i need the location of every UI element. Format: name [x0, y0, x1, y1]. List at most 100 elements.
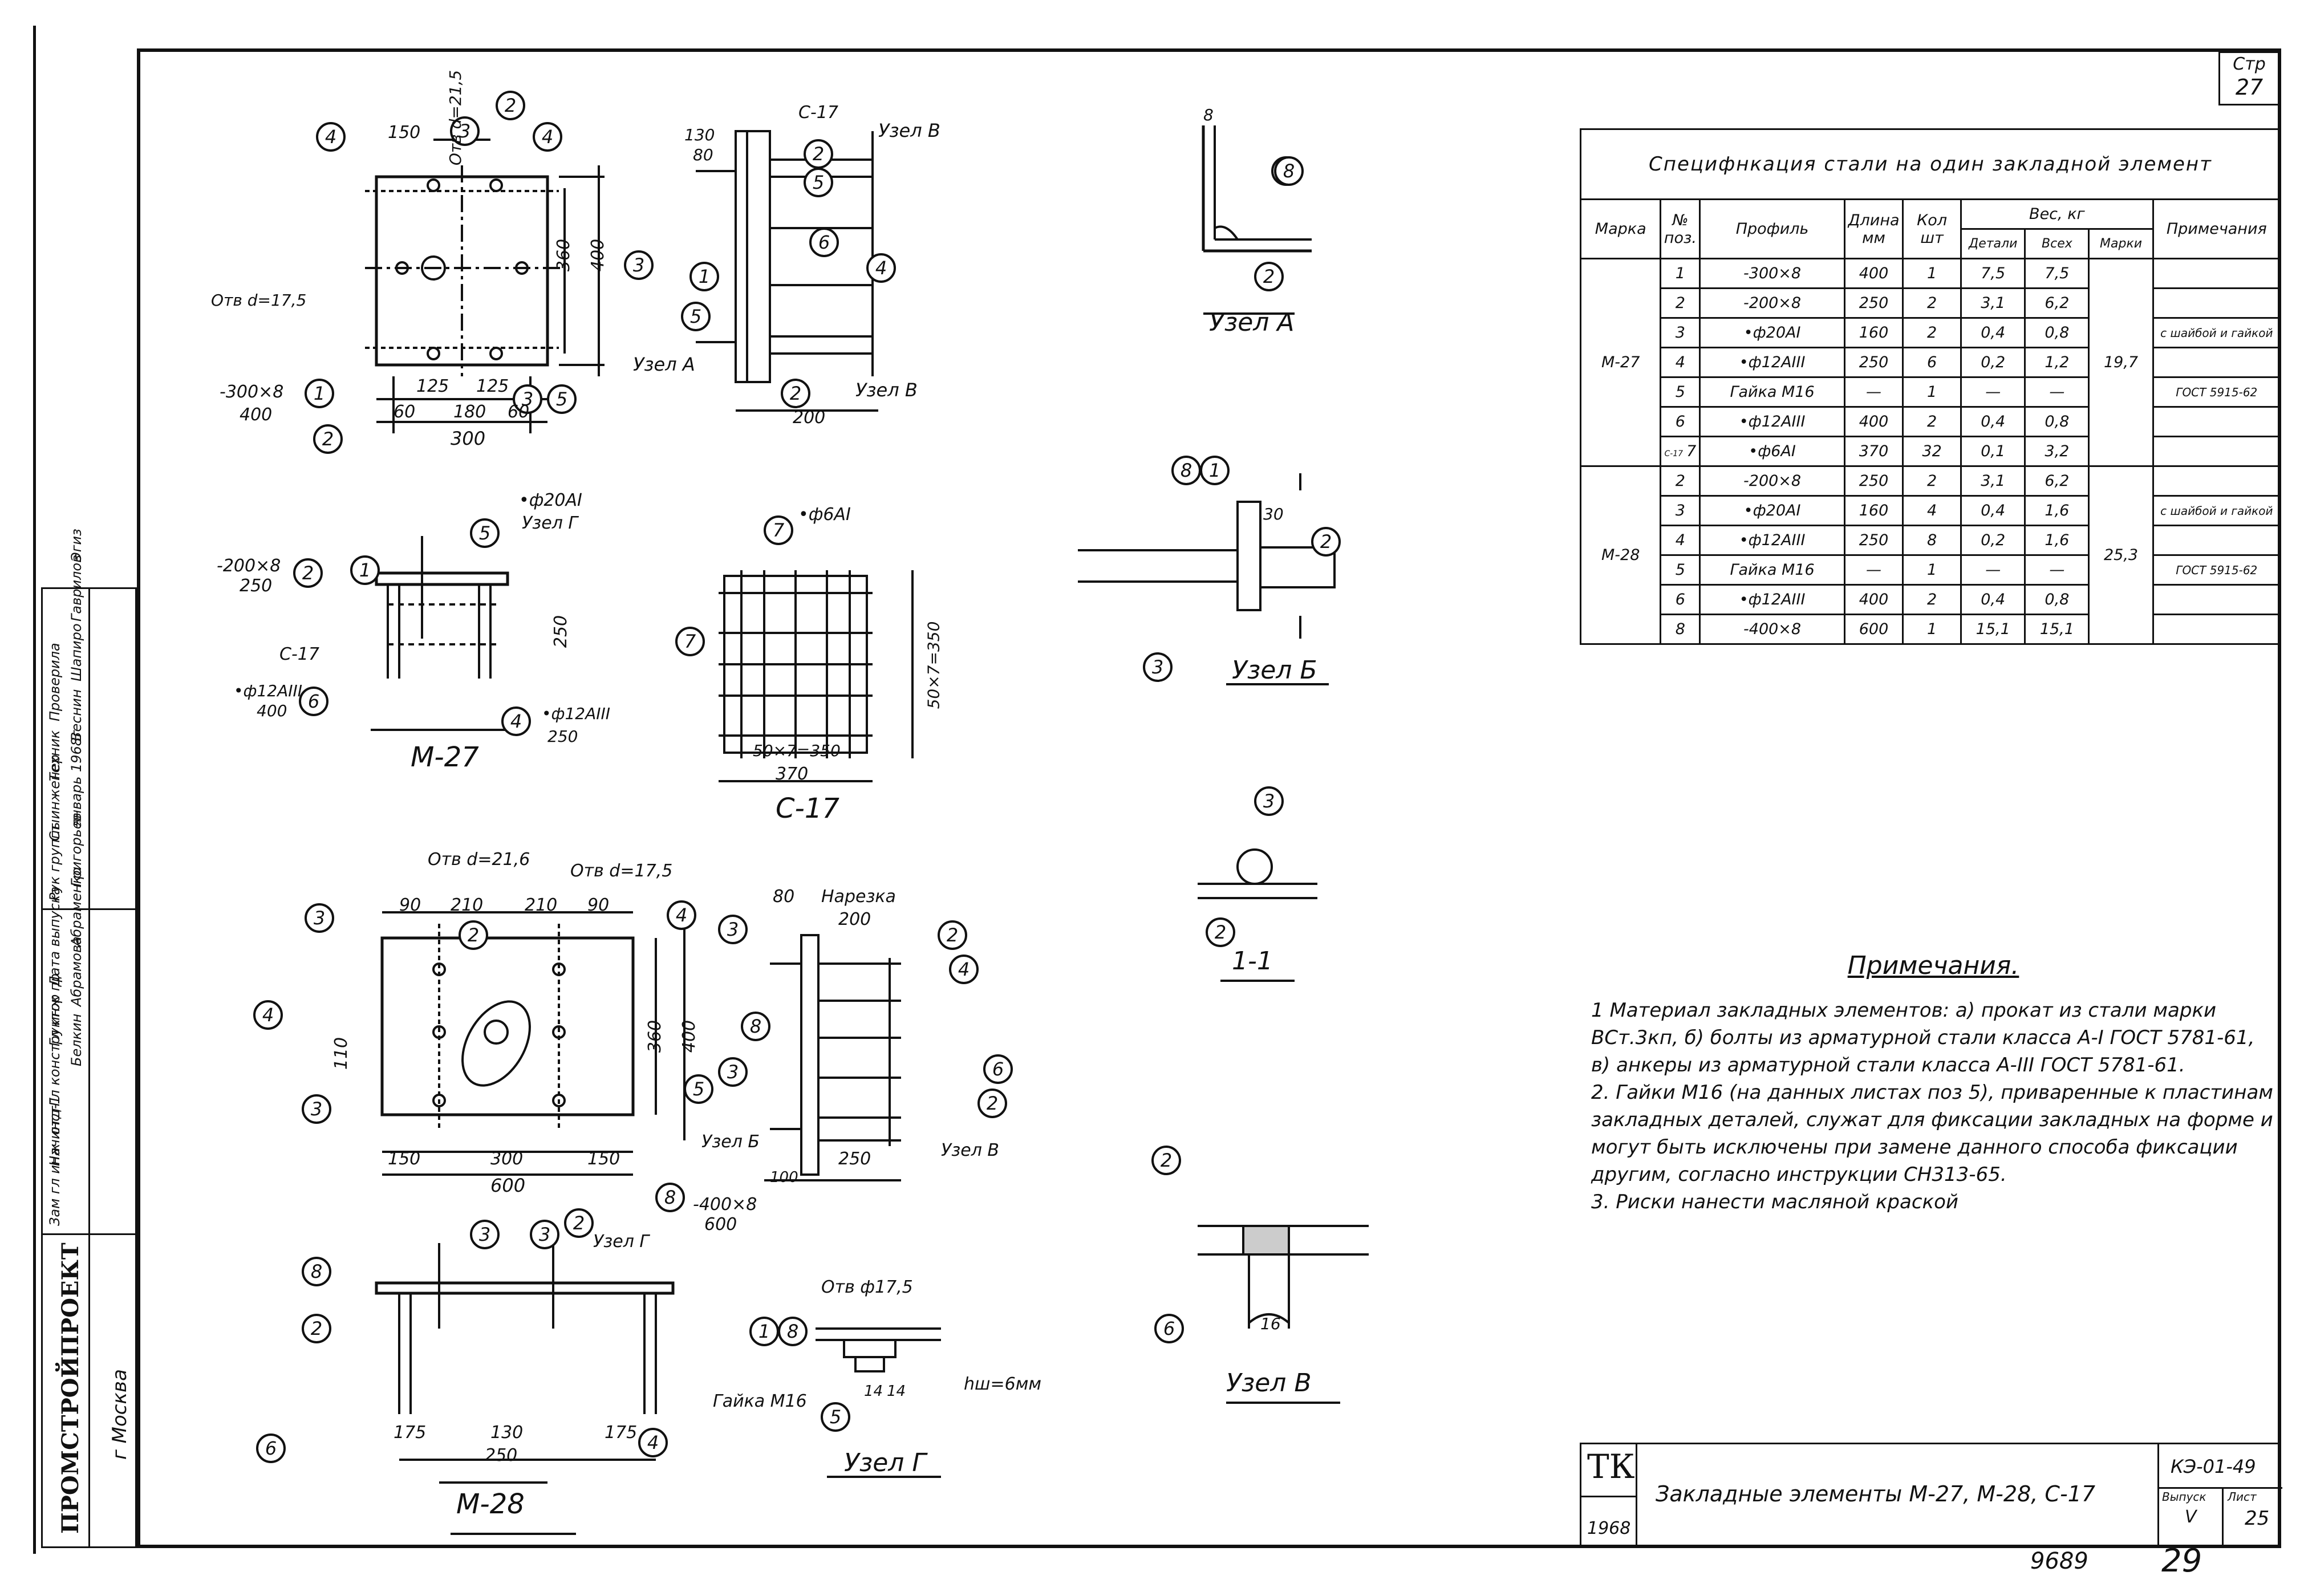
position-balloon-number: 8 [1181, 460, 1192, 481]
section-1-1-drawing [1198, 848, 1317, 982]
position-balloon [350, 555, 380, 585]
position-balloon-number: 2 [1161, 1150, 1172, 1171]
title-stamp: ТК 1968 Закладные элементы М-27, М-28, С… [1580, 1443, 2282, 1548]
dim-360-m28: 360 [645, 1020, 666, 1053]
spec-cell-profile: •ф6АI [1699, 436, 1845, 467]
dim-360: 360 [554, 238, 574, 272]
sheet-number-value: 27 [2235, 75, 2264, 100]
stamp-issue-label: Выпуск [2162, 1490, 2206, 1504]
dim-200: 200 [793, 408, 826, 428]
position-balloon [638, 1428, 668, 1457]
spec-cell-det: 0,4 [1960, 317, 2026, 348]
spec-cell-poz: 3 [1660, 495, 1701, 526]
position-balloon-number: 4 [542, 126, 553, 148]
position-balloon-number: 4 [875, 257, 887, 279]
left-title-block [41, 587, 137, 1548]
dim-16: 16 [1260, 1314, 1281, 1333]
spec-cell-note [2152, 287, 2282, 319]
hdr-poz: № поз. [1660, 198, 1701, 259]
p400: -400×8 [693, 1195, 757, 1215]
position-balloon-number: 7 [684, 631, 696, 652]
spec-cell-profile: -300×8 [1699, 258, 1845, 289]
position-balloon [667, 900, 696, 930]
spec-cell-len: 250 [1843, 347, 1904, 378]
position-balloon-number: 5 [690, 306, 701, 327]
spec-cell-note [2152, 584, 2282, 615]
spec-cell-poz: 8 [1660, 614, 1701, 645]
nut-label: Гайка М16 [713, 1391, 807, 1411]
spec-cell-poz: 6 [1660, 584, 1701, 615]
dim-180: 180 [453, 402, 486, 422]
m28-side-drawing [764, 934, 901, 1181]
node-a-drawing [1202, 125, 1312, 315]
hdr-profile: Профиль [1699, 198, 1845, 259]
dim-8: 8 [1203, 105, 1214, 124]
spec-cell-len: 250 [1843, 465, 1904, 497]
spec-cell-profile: •ф12АIII [1699, 584, 1845, 615]
spec-cell-all: 1,6 [2024, 525, 2090, 556]
position-balloon-number: 3 [539, 1224, 550, 1245]
position-balloon [1154, 1314, 1184, 1343]
spec-cell-poz: 4 [1660, 347, 1701, 378]
position-balloon-number: 2 [790, 383, 801, 404]
position-balloon-number: 4 [676, 904, 687, 926]
spec-cell-len: 400 [1843, 584, 1904, 615]
position-balloon-number: 7 [773, 519, 785, 541]
dim-100: 100 [770, 1169, 798, 1186]
spec-cell-qty: 4 [1902, 495, 1962, 526]
spec-cell-all: 0,8 [2024, 584, 2090, 615]
position-balloon [821, 1402, 850, 1432]
note-1: 1 Материал закладных элементов: а) прока… [1591, 999, 2255, 1077]
sheet-number-box: Стр 27 [2218, 51, 2280, 105]
spec-cell-note: с шайбой и гайкой [2152, 317, 2282, 348]
spec-cell-all: 0,8 [2024, 317, 2090, 348]
stamp-sheet: 25 [2245, 1507, 2270, 1530]
position-balloon [302, 1094, 331, 1124]
position-balloon [809, 228, 839, 257]
spec-cell-note [2152, 406, 2282, 437]
spec-cell-profile: •ф20АI [1699, 317, 1845, 348]
spec-cell-qty: 1 [1902, 614, 1962, 645]
position-balloon-number: 1 [758, 1321, 770, 1342]
spec-cell-profile: •ф20АI [1699, 495, 1845, 526]
position-balloon [624, 250, 654, 280]
spec-table: Специфнкация стали на один закладной эле… [1579, 128, 2282, 645]
position-balloon-number: 3 [459, 120, 470, 142]
position-balloon [741, 1012, 770, 1041]
otv-175b: Отв d=17,5 [570, 861, 673, 881]
dim-210a: 210 [451, 895, 484, 915]
uzel-b-ref: Узел Б [701, 1132, 760, 1152]
position-balloon-number: 2 [1320, 531, 1332, 553]
position-balloon-number: 3 [314, 907, 325, 929]
position-balloon-number: 1 [1209, 460, 1220, 481]
spec-title: Специфнкация стали на один закладной эле… [1580, 128, 2281, 200]
stamp-code-cell: КЭ-01-49 Выпуск V Лист 25 [2157, 1444, 2282, 1548]
spec-cell-det: 0,4 [1960, 406, 2026, 437]
spec-cell-profile: Гайка М16 [1699, 554, 1845, 586]
spec-cell-all: 1,6 [2024, 495, 2090, 526]
label-m27: М-27 [411, 741, 479, 773]
position-balloon-number: 1 [314, 383, 325, 404]
label-section-1-1: 1-1 [1232, 947, 1273, 976]
note-3: 3. Риски нанести масляной краской [1591, 1191, 1958, 1213]
position-balloon-number: 4 [958, 959, 970, 980]
spec-cell-note: ГОСТ 5915-62 [2152, 376, 2282, 408]
dim-90a: 90 [399, 895, 421, 915]
spec-cell-prefix: С-17 [1664, 449, 1684, 458]
bottom-number: 9689 [2030, 1548, 2088, 1574]
uzel-g-ref2: Узел Г [593, 1232, 650, 1252]
spec-cell-profile: •ф12АIII [1699, 525, 1845, 556]
position-balloon-number: 3 [633, 254, 644, 276]
uzel-v-ref1: Узел В [878, 120, 940, 141]
position-balloon [977, 1089, 1007, 1118]
dim-125b: 125 [476, 376, 509, 396]
dim-400-m28: 400 [679, 1020, 700, 1053]
position-balloon [305, 379, 334, 408]
m27-front-drawing [371, 536, 509, 731]
dim-30: 30 [1263, 505, 1284, 523]
